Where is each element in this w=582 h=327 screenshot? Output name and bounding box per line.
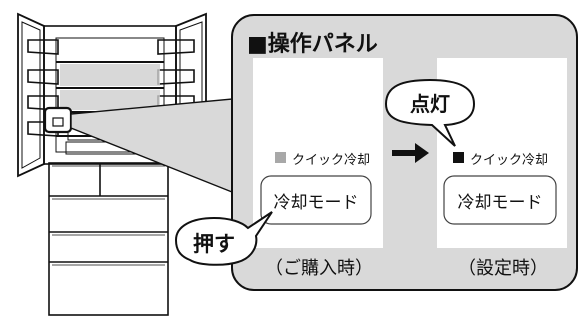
lit-callout-text: 点灯 — [410, 92, 450, 116]
indicator-off — [275, 152, 286, 163]
after-caption: （設定時） — [458, 258, 548, 279]
state-change-arrow — [392, 143, 429, 163]
before-caption: （ご購入時） — [265, 258, 373, 279]
shelf-tint — [60, 64, 160, 110]
after-mode-button — [443, 175, 557, 225]
after-button-label: 冷却モード — [457, 193, 543, 213]
panel-title: ■操作パネル — [247, 32, 378, 57]
lit-callout-bubble — [384, 78, 476, 147]
panel-location-marker — [43, 106, 73, 134]
after-indicator-label: クイック冷却 — [470, 153, 549, 168]
press-callout-bubble — [174, 211, 273, 266]
indicator-on — [453, 152, 464, 163]
press-callout-text: 押す — [193, 232, 235, 256]
zoom-lines — [70, 98, 233, 194]
before-indicator-label: クイック冷却 — [292, 153, 371, 168]
fridge-body — [48, 162, 169, 316]
before-mode-button — [260, 175, 372, 225]
before-button-label: 冷却モード — [273, 193, 359, 213]
